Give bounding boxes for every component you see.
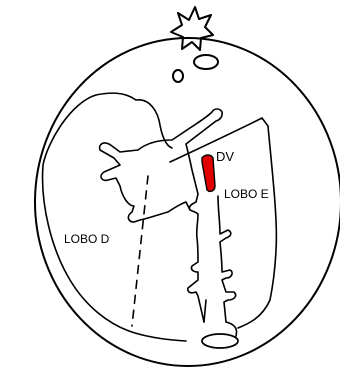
outer-circle: [35, 38, 340, 366]
common-duct: [204, 196, 237, 336]
oval-large: [194, 55, 218, 69]
dv-label: DV: [216, 150, 234, 163]
dv-marker: [202, 155, 215, 191]
duct-tree: [100, 109, 223, 322]
right-lobe-outline: [43, 93, 186, 341]
lobo-d-label: LOBO D: [64, 233, 109, 245]
division-dashed-line: [132, 176, 148, 326]
star-icon: [171, 7, 213, 50]
lobo-e-label: LOBO E: [224, 188, 269, 200]
duct-end-ellipse: [202, 334, 238, 348]
oval-small: [173, 70, 183, 82]
